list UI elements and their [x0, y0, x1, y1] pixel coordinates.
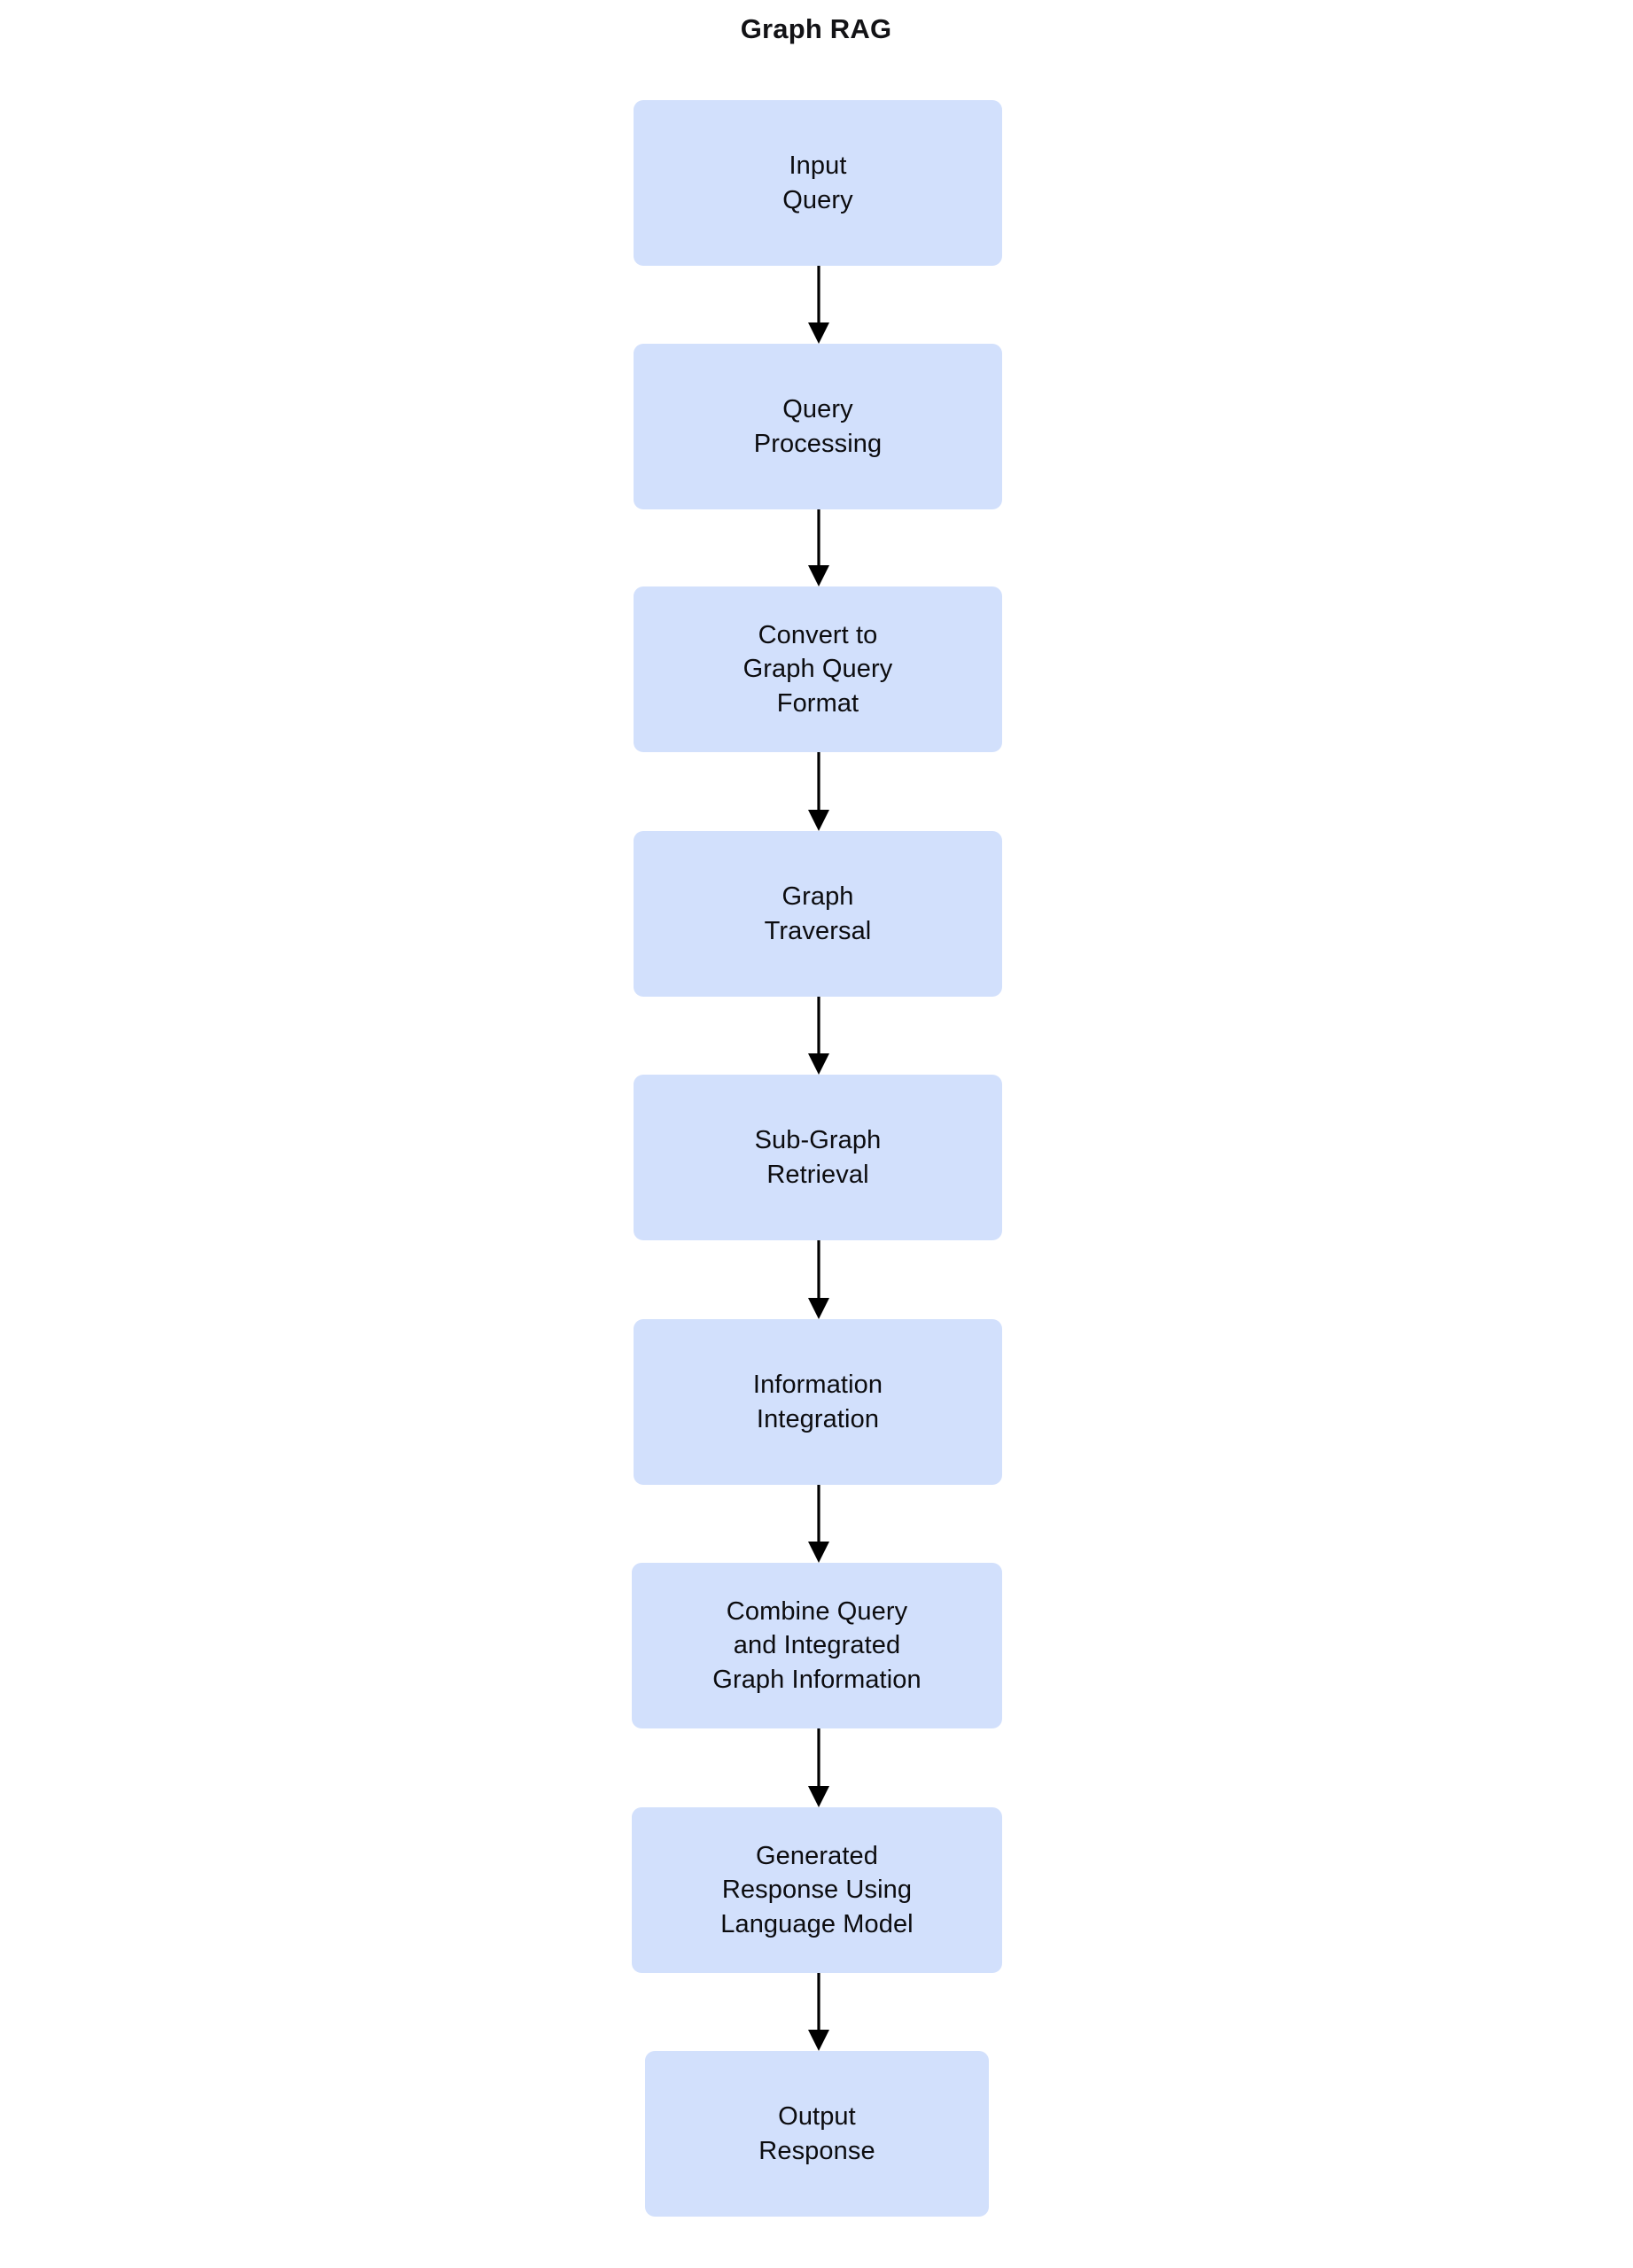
- flow-node-n2[interactable]: Query Processing: [634, 344, 1002, 509]
- flow-node-n4[interactable]: Graph Traversal: [634, 831, 1002, 997]
- flow-node-n5[interactable]: Sub-Graph Retrieval: [634, 1075, 1002, 1240]
- flow-arrow: [807, 752, 830, 831]
- flow-node-label: Information Integration: [752, 1371, 883, 1433]
- flow-node-label: Generated Response Using Language Model: [720, 1842, 914, 1938]
- flow-node-label: Sub-Graph Retrieval: [754, 1126, 882, 1189]
- flow-node-n9[interactable]: Output Response: [645, 2051, 989, 2217]
- flow-node-label: Combine Query and Integrated Graph Infor…: [712, 1597, 921, 1694]
- flow-node-label: Convert to Graph Query Format: [743, 621, 893, 718]
- flow-arrow: [807, 997, 830, 1075]
- page-title: Graph RAG: [740, 13, 892, 44]
- flow-node-label: Input Query: [782, 151, 853, 214]
- flow-arrow: [807, 1973, 830, 2051]
- flow-node-n7[interactable]: Combine Query and Integrated Graph Infor…: [632, 1563, 1002, 1728]
- flow-node-n1[interactable]: Input Query: [634, 100, 1002, 266]
- flow-node-n6[interactable]: Information Integration: [634, 1319, 1002, 1485]
- flow-node-label: Query Processing: [753, 395, 883, 458]
- flow-node-n8[interactable]: Generated Response Using Language Model: [632, 1807, 1002, 1973]
- flow-arrow: [807, 1485, 830, 1563]
- flow-node-label: Graph Traversal: [764, 882, 872, 945]
- flow-node-n3[interactable]: Convert to Graph Query Format: [634, 586, 1002, 752]
- flow-node-label: Output Response: [758, 2102, 875, 2165]
- flow-arrow: [807, 509, 830, 586]
- flow-arrow: [807, 266, 830, 344]
- flow-arrow: [807, 1728, 830, 1807]
- flow-arrow: [807, 1240, 830, 1319]
